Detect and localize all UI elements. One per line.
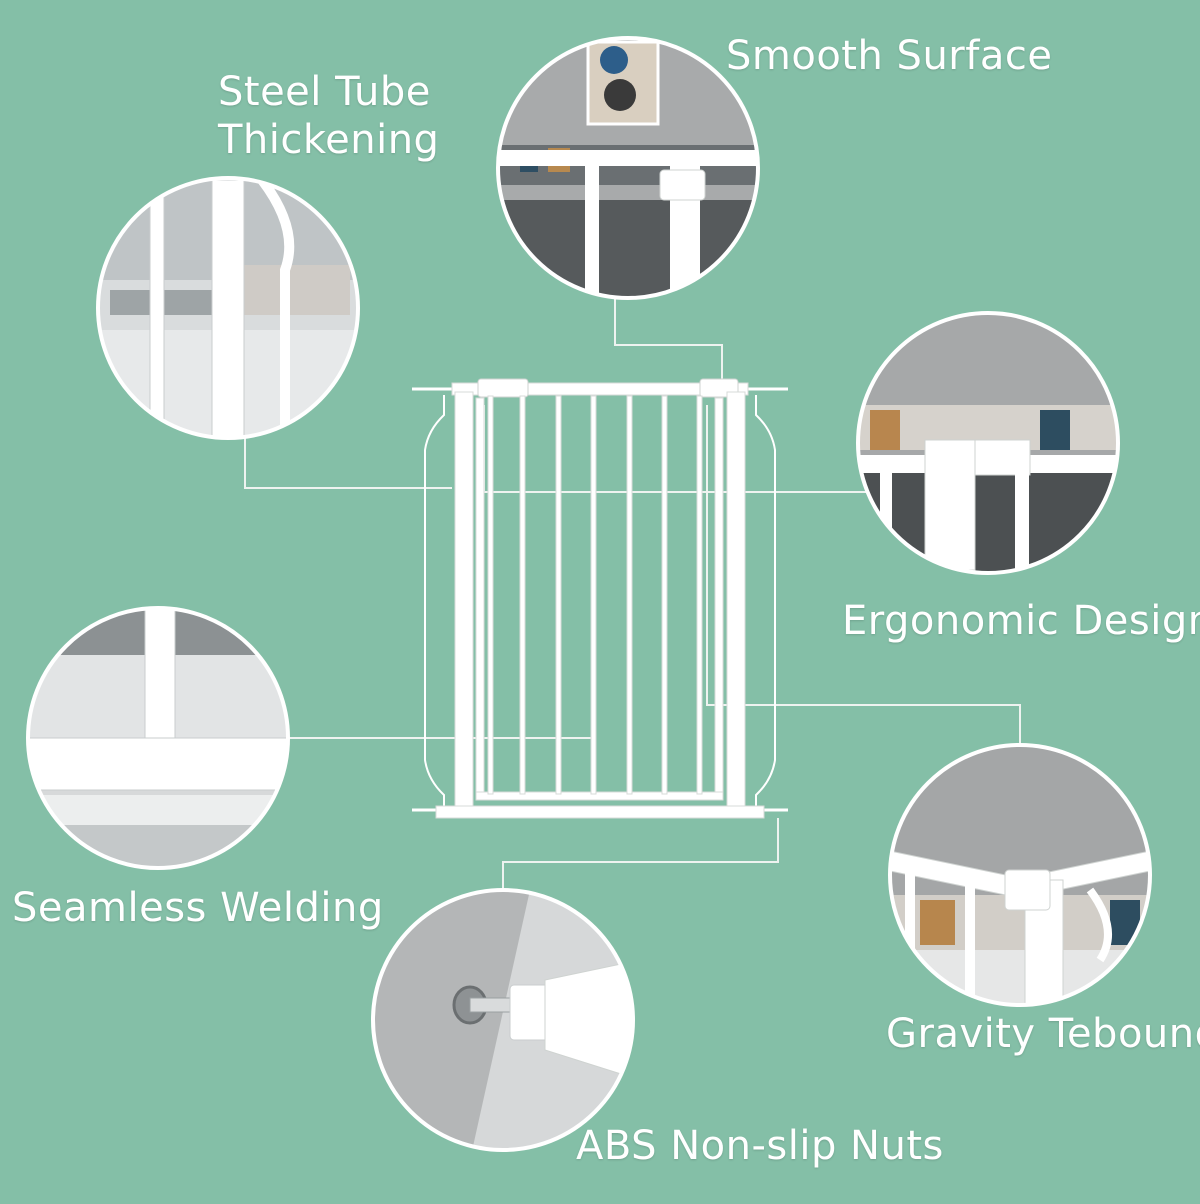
feature-line: Ergonomic Design — [842, 598, 1200, 644]
feature-line: ABS Non-slip Nuts — [576, 1123, 944, 1169]
feature-label-ergonomic: Ergonomic Design — [842, 597, 1200, 645]
feature-label-gravity: Gravity Tebound — [886, 1010, 1200, 1058]
feature-label-smooth-surface: Smooth Surface — [726, 32, 1052, 80]
feature-label-steel-tube: Steel Tube Thickening — [218, 68, 439, 164]
smooth-surface-photo — [498, 38, 758, 298]
steel-tube-photo — [98, 178, 358, 438]
feature-line: Gravity Tebound — [886, 1011, 1200, 1057]
safety-gate — [412, 378, 788, 819]
feature-line: Smooth Surface — [726, 33, 1053, 79]
feature-line: Thickening — [218, 117, 440, 163]
feature-line: Seamless Welding — [12, 885, 384, 931]
feature-label-seamless: Seamless Welding — [12, 884, 384, 932]
feature-line: Steel Tube — [218, 69, 431, 115]
feature-label-abs-nuts: ABS Non-slip Nuts — [576, 1122, 944, 1170]
abs-nuts-photo — [373, 890, 633, 1150]
